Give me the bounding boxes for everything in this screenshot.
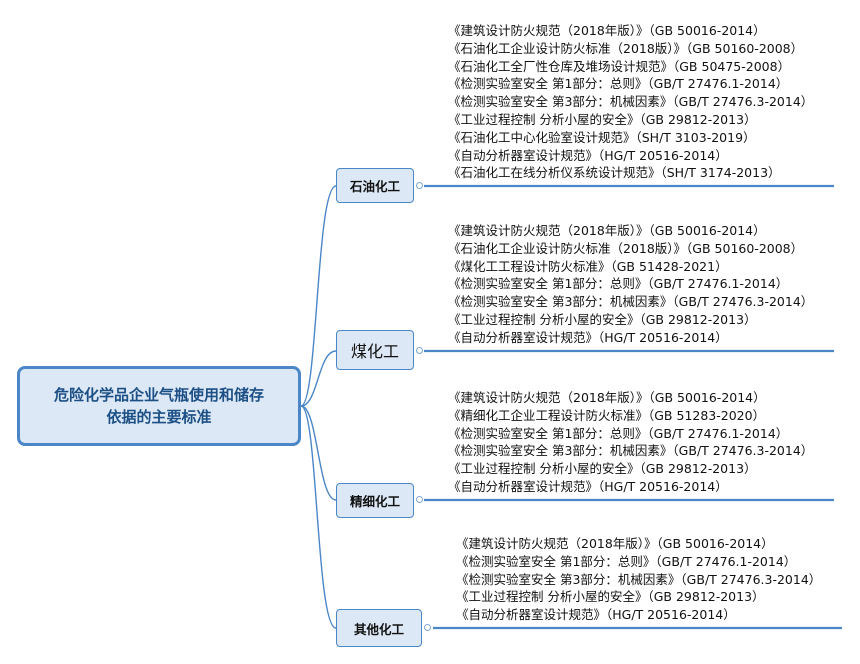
list-item: 《工业过程控制 分析小屋的安全》（GB 29812-2013）	[456, 589, 765, 605]
collapse-toggle-icon[interactable]	[424, 624, 431, 631]
list-item: 《建筑设计防火规范（2018年版）》（GB 50016-2014）	[448, 390, 766, 405]
list-item: 《检测实验室安全 第3部分：机械因素》（GB/T 27476.3-2014）	[448, 294, 814, 310]
connector-root-b1	[300, 185, 337, 407]
list-item: 《自动分析器室设计规范》（HG/T 20516-2014）	[448, 147, 728, 163]
list-item: 《精细化工企业工程设计防火标准》（GB 51283-2020）	[448, 407, 766, 423]
branch-label: 石油化工	[349, 179, 400, 194]
list-item: 《检测实验室安全 第3部分：机械因素》（GB/T 27476.3-2014）	[456, 571, 822, 587]
list-item: 《石油化工中心化验室设计规范》（SH/T 3103-2019）	[448, 129, 756, 145]
collapse-toggle-icon[interactable]	[416, 182, 423, 189]
list-item: 《石油化工全厂性仓库及堆场设计规范》（GB 50475-2008）	[448, 58, 791, 74]
list-item: 《检测实验室安全 第3部分：机械因素》（GB/T 27476.3-2014）	[448, 443, 814, 459]
branch-label: 精细化工	[349, 494, 400, 509]
connector-root-b3	[300, 405, 337, 501]
collapse-toggle-icon[interactable]	[416, 496, 423, 503]
list-item: 《检测实验室安全 第1部分：总则》（GB/T 27476.1-2014）	[456, 553, 797, 569]
list-item: 《检测实验室安全 第1部分：总则》（GB/T 27476.1-2014）	[448, 276, 789, 292]
list-item: 《建筑设计防火规范（2018年版）》（GB 50016-2014）	[456, 536, 774, 551]
list-item: 《自动分析器室设计规范》（HG/T 20516-2014）	[456, 607, 736, 623]
list-item: 《检测实验室安全 第1部分：总则》（GB/T 27476.1-2014）	[448, 425, 789, 441]
list-item: 《检测实验室安全 第3部分：机械因素》（GB/T 27476.3-2014）	[448, 94, 814, 110]
standards-list-fine-chemical: 《建筑设计防火规范（2018年版）》（GB 50016-2014） 《精细化工企…	[448, 389, 813, 496]
standards-list-other-chemical: 《建筑设计防火规范（2018年版）》（GB 50016-2014） 《检测实验室…	[456, 535, 821, 624]
list-item: 《工业过程控制 分析小屋的安全》（GB 29812-2013）	[448, 461, 757, 477]
list-item: 《石油化工企业设计防火标准（2018版）》（GB 50160-2008）	[448, 40, 804, 56]
list-item: 《建筑设计防火规范（2018年版）》（GB 50016-2014）	[448, 223, 766, 238]
list-item: 《工业过程控制 分析小屋的安全》（GB 29812-2013）	[448, 311, 757, 327]
branch-label: 其他化工	[353, 621, 404, 637]
branch-label: 煤化工	[350, 342, 399, 361]
branch-fine-chemical[interactable]: 精细化工	[336, 483, 414, 518]
root-title-line2: 依据的主要标准	[106, 408, 212, 426]
branch-coal-chemical[interactable]: 煤化工	[336, 330, 414, 370]
list-item: 《石油化工在线分析仪系统设计规范》（SH/T 3174-2013）	[448, 165, 781, 181]
list-item: 《石油化工企业设计防火标准（2018版）》（GB 50160-2008）	[448, 240, 804, 256]
collapse-toggle-icon[interactable]	[416, 347, 423, 354]
list-item: 《自动分析器室设计规范》（HG/T 20516-2014）	[448, 329, 728, 345]
root-topic[interactable]: 危险化学品企业气瓶使用和储存 依据的主要标准	[17, 366, 301, 446]
standards-list-coal-chemical: 《建筑设计防火规范（2018年版）》（GB 50016-2014） 《石油化工企…	[448, 222, 813, 347]
connector-root-b4	[300, 405, 337, 629]
list-item: 《工业过程控制 分析小屋的安全》（GB 29812-2013）	[448, 111, 757, 127]
branch-petrochemical[interactable]: 石油化工	[336, 168, 414, 203]
standards-list-petrochemical: 《建筑设计防火规范（2018年版）》（GB 50016-2014） 《石油化工企…	[448, 22, 813, 182]
root-title-line1: 危险化学品企业气瓶使用和储存	[53, 386, 264, 404]
list-item: 《检测实验室安全 第1部分：总则》（GB/T 27476.1-2014）	[448, 76, 789, 92]
list-item: 《煤化工工程设计防火标准》（GB 51428-2021）	[448, 258, 728, 274]
list-item: 《自动分析器室设计规范》（HG/T 20516-2014）	[448, 478, 728, 494]
connector-root-b2	[300, 350, 337, 407]
list-item: 《建筑设计防火规范（2018年版）》（GB 50016-2014）	[448, 23, 766, 38]
branch-other-chemical[interactable]: 其他化工	[336, 609, 422, 647]
